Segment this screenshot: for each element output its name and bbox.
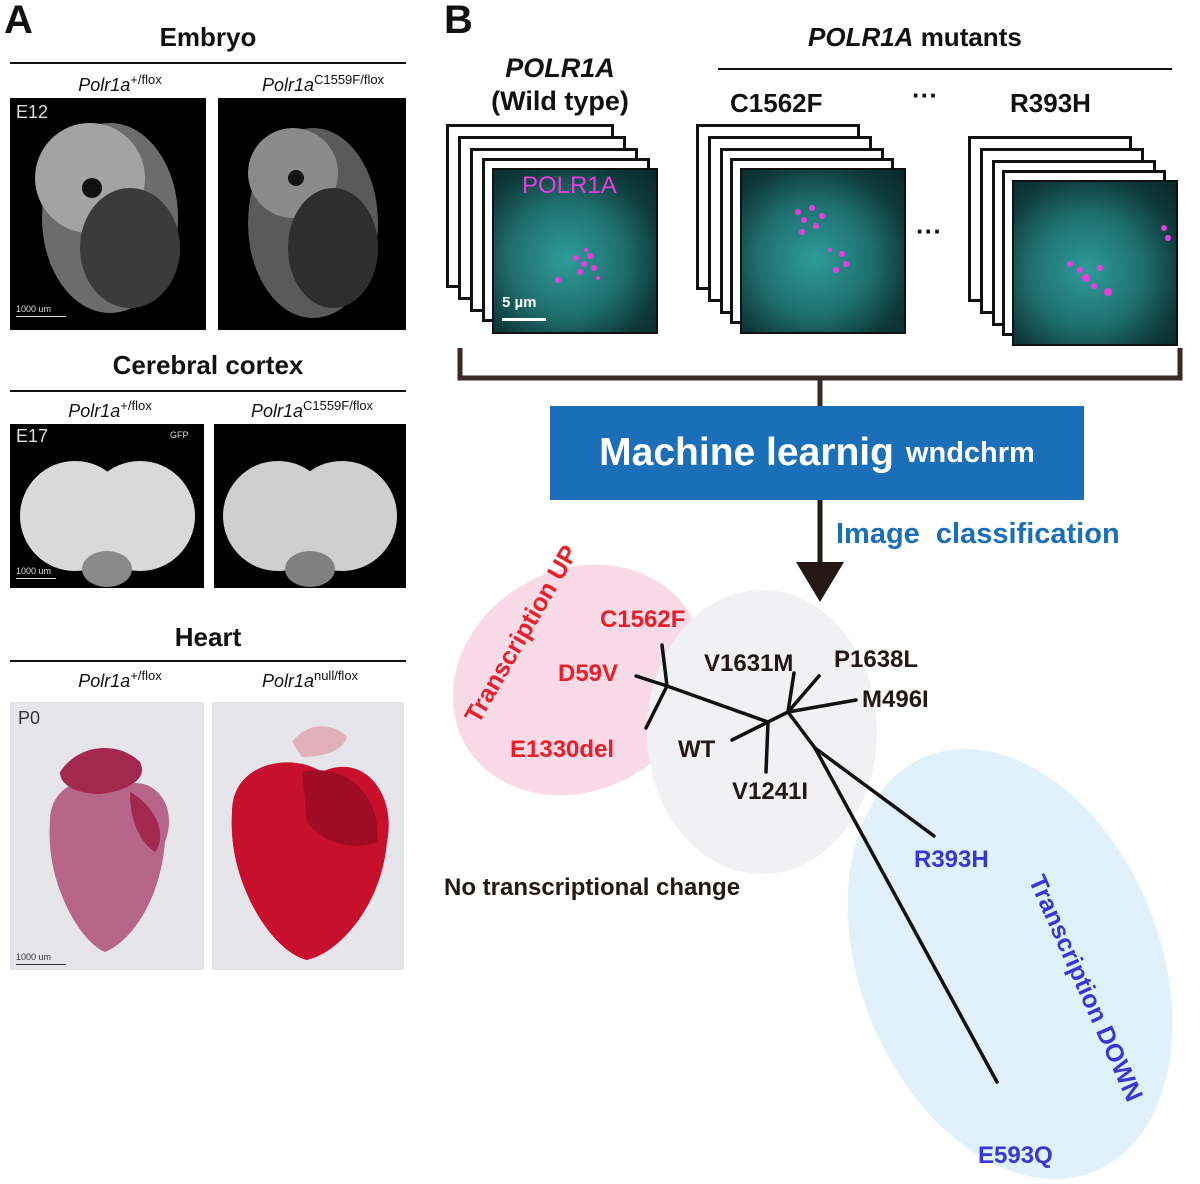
heart-left-image: P0 1000 um xyxy=(10,702,204,970)
embryo-right-image xyxy=(218,98,406,330)
classification-tree xyxy=(452,564,1173,1180)
heart-left-genotype: Polr1a+/flox xyxy=(78,668,162,691)
ml-software: wndchrm xyxy=(905,436,1035,469)
leaf-e593q: E593Q xyxy=(978,1142,1053,1169)
ml-title: Machine learnig xyxy=(599,431,894,474)
embryo-title: Embryo xyxy=(159,22,257,52)
mutant-ellipsis: ··· xyxy=(912,80,938,110)
mutant-label-r393h: R393H xyxy=(1010,88,1091,118)
cortex-right-genotype: Polr1aC1559F/flox xyxy=(250,398,374,421)
heart-right-genotype: Polr1anull/flox xyxy=(261,668,359,691)
scale-bar xyxy=(16,964,66,965)
cortex-left-image: E17 GFP 1000 um xyxy=(10,424,204,588)
no-change-region xyxy=(647,590,877,874)
transcription-down-region xyxy=(847,748,1173,1180)
image-classification-label: Image classification xyxy=(836,518,1120,550)
embryo-left-image: E12 1000 um xyxy=(10,98,206,330)
embryo-right-genotype: Polr1aC1559F/flox xyxy=(261,72,385,95)
leaf-v1631m: V1631M xyxy=(704,650,794,677)
cortex-right-image xyxy=(214,424,406,588)
bracket-and-arrows xyxy=(457,348,1183,602)
wt-title: POLR1A (Wild type) xyxy=(450,52,670,118)
panel-b-letter: B xyxy=(444,0,473,42)
cortex-title: Cerebral cortex xyxy=(112,350,304,380)
scale-label: 5 µm xyxy=(502,294,537,311)
leaf-p1638l: P1638L xyxy=(834,646,919,673)
stage-label: E17 xyxy=(16,426,49,446)
scale-label: 1000 um xyxy=(16,566,52,576)
scale-bar xyxy=(16,578,56,579)
leaf-d59v: D59V xyxy=(558,660,619,687)
leaf-v1241i: V1241I xyxy=(732,778,809,805)
wt-cell-image: POLR1A 5 µm xyxy=(492,168,658,334)
leaf-r393h: R393H xyxy=(914,846,989,873)
leaf-wt: WT xyxy=(678,736,716,763)
transcription-up-region xyxy=(452,564,704,796)
cortex-left-genotype: Polr1a+/flox xyxy=(68,398,152,421)
heart-right-image xyxy=(212,702,404,970)
mutant-label-c1562f: C1562F xyxy=(730,88,823,118)
leaf-m496i: M496I xyxy=(862,686,929,713)
machine-learning-box: Machine learnig wndchrm xyxy=(550,406,1084,500)
mutants-rule xyxy=(718,68,1172,70)
scale-bar xyxy=(16,316,66,317)
c1562f-cell-image xyxy=(740,168,906,334)
stain-label: POLR1A xyxy=(522,172,617,199)
wt-title-label: (Wild type) xyxy=(491,86,629,116)
heart-title: Heart xyxy=(174,622,242,652)
embryo-left-genotype: Polr1a+/flox xyxy=(78,72,162,95)
stage-label: E12 xyxy=(16,102,49,122)
mutants-title: POLR1A mutants xyxy=(808,22,1022,52)
scale-label: 1000 um xyxy=(16,304,52,314)
channel-label: GFP xyxy=(170,430,189,440)
no-change-label: No transcriptional change xyxy=(444,874,741,901)
scale-label: 1000 um xyxy=(16,952,52,962)
embryo-rule xyxy=(10,62,406,64)
stage-label: P0 xyxy=(18,708,41,728)
wt-title-gene: POLR1A xyxy=(505,53,615,83)
between-ellipsis: ··· xyxy=(916,216,942,246)
r393h-cell-image xyxy=(1012,180,1178,346)
leaf-c1562f: C1562F xyxy=(600,606,686,633)
scale-bar xyxy=(502,318,546,321)
leaf-e1330del: E1330del xyxy=(510,736,615,763)
cortex-rule xyxy=(10,390,406,392)
panel-a-letter: A xyxy=(4,0,33,42)
heart-rule xyxy=(10,660,406,662)
